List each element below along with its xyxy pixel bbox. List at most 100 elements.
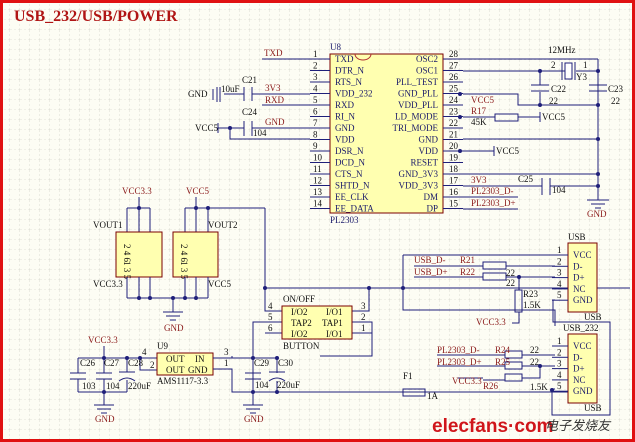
- u8-pin-name: SHTD_N: [335, 181, 370, 191]
- u9-pin-out: OUT: [166, 354, 185, 364]
- button-pin-tap1: TAP1: [322, 318, 343, 328]
- r25-value: 22: [530, 357, 539, 367]
- u8-pin-name: RTS_N: [335, 77, 362, 87]
- r17-ref: R17: [471, 106, 487, 116]
- button-pin-io1b: I/O1: [326, 329, 343, 339]
- u8-pin-number: 28: [449, 49, 459, 59]
- u8-pin-name: RXD: [335, 100, 355, 110]
- usb-ref: USB: [568, 232, 586, 242]
- u9-pin-num: 1: [224, 358, 229, 368]
- r24-ref: R24: [495, 345, 511, 355]
- vout2-bottom-pins: 1 3 5: [179, 261, 189, 280]
- c25-value: 104: [552, 185, 566, 195]
- y3-ref: Y3: [576, 72, 587, 82]
- net-vcc5-pin20: VCC5: [496, 146, 520, 156]
- c23-value: 22: [611, 96, 620, 106]
- vout1-vcc33-bottom: VCC3.3: [93, 279, 123, 289]
- r23-value: 1.5K: [523, 300, 541, 310]
- r26-vcc33: VCC3.3: [452, 376, 482, 386]
- u9-part: AMS1117-3.3: [157, 376, 209, 386]
- c24-value: 104: [253, 128, 267, 138]
- c22-value: 22: [549, 96, 558, 106]
- u8-pin-name: OSC2: [416, 54, 438, 64]
- usb-pin-number: 2: [557, 256, 562, 266]
- net-pl-dm: PL2303_D-: [437, 345, 480, 355]
- c27-ref: C27: [104, 358, 120, 368]
- net-txd: TXD: [264, 48, 283, 58]
- r22-value: 22: [506, 278, 515, 288]
- u8-pin-name: PLL_TEST: [396, 77, 439, 87]
- r21-value: 22: [506, 268, 515, 278]
- power-button[interactable]: ON/OFF BUTTON I/O2 I/O1 TAP2 TAP1 I/O2 I…: [252, 208, 630, 405]
- u8-pin-name: VDD_PLL: [398, 100, 438, 110]
- usb-pin-name: GND: [573, 295, 593, 305]
- c28-ref: C28: [128, 358, 144, 368]
- u8-pin-name: VDD_232: [335, 89, 373, 99]
- u8-pin-name: DP: [426, 204, 438, 214]
- r17-value: 45K: [471, 117, 487, 127]
- r25-ref: R25: [495, 357, 511, 367]
- y3-value: 12MHz: [548, 45, 576, 55]
- vout2-vcc5: VCC5: [186, 186, 210, 196]
- u8-pin-number: 16: [449, 187, 459, 197]
- r21-ref: R21: [460, 255, 475, 265]
- c25-ref: C25: [518, 174, 534, 184]
- u8-pin-number: 15: [449, 199, 459, 209]
- net-pl2303-dp: PL2303_D+: [471, 198, 516, 208]
- u9-pin-gnd: GND: [188, 365, 208, 375]
- usb-pin-number: 1: [557, 336, 562, 346]
- u8-pin-number: 12: [313, 176, 322, 186]
- usb-pin-number: 1: [557, 245, 562, 255]
- c26-ref: C26: [80, 358, 96, 368]
- r22-ref: R22: [460, 267, 475, 277]
- usb-pin-number: 4: [557, 279, 562, 289]
- u8-pin-name: DTR_N: [335, 66, 365, 76]
- u8-pin-name: EE_CLK: [335, 192, 369, 202]
- usb-pin-name: D-: [573, 352, 583, 362]
- gnd-symbol: [587, 199, 609, 209]
- net-usb-dp: USB_D+: [414, 267, 448, 277]
- u8-pin-number: 3: [313, 72, 318, 82]
- net-usb-dm: USB_D-: [414, 255, 446, 265]
- u8-pin-name: DSR_N: [335, 146, 364, 156]
- watermark-brand: elecfans·com: [432, 416, 553, 437]
- c23-ref: C23: [608, 84, 624, 94]
- button-part: BUTTON: [283, 341, 320, 351]
- u8-pin-number: 14: [313, 199, 323, 209]
- u8-pin-number: 17: [449, 176, 459, 186]
- r23-vcc33: VCC3.3: [476, 317, 506, 327]
- u9-pin-in: IN: [195, 354, 205, 364]
- u8-pin-number: 9: [313, 141, 318, 151]
- usb-section: USB_D- USB_D+ R21 R22 22 22 R23 1.5K VCC…: [380, 254, 611, 416]
- vout1-vcc33: VCC3.3: [122, 186, 152, 196]
- u8-pin-number: 4: [313, 84, 318, 94]
- watermark-cn: 电子发烧友: [545, 419, 612, 434]
- net-pl-dp: PL2303_D+: [437, 357, 482, 367]
- net-gnd-osc: GND: [587, 209, 607, 219]
- vout1-top-pins: 2 4 6: [122, 244, 132, 263]
- u8-ref: U8: [330, 42, 341, 52]
- u8-pin-name: RI_N: [335, 112, 356, 122]
- c30-ref: C30: [278, 358, 294, 368]
- f1-ref: F1: [403, 371, 413, 381]
- r26-value: 1.5K: [530, 382, 548, 392]
- vout1-bottom-pins: 1 3 5: [122, 261, 132, 280]
- u8-left-nets: TXD 3V3 RXD GND C21 10uF GND C24 104 VCC…: [188, 48, 310, 140]
- u8-pin-name: GND_PLL: [398, 89, 438, 99]
- u9-pin-num: 4: [142, 347, 147, 357]
- u8-pin-number: 11: [313, 164, 322, 174]
- button-pin-num: 3: [361, 301, 366, 311]
- usb-pin-name: NC: [573, 375, 586, 385]
- button-pin-num: 4: [268, 301, 273, 311]
- c29-value: 104: [255, 380, 269, 390]
- vout-gnd: GND: [164, 323, 184, 333]
- u8-pin-number: 22: [449, 118, 458, 128]
- net-gnd: GND: [265, 117, 285, 127]
- net-3v3: 3V3: [265, 83, 281, 93]
- button-pin-num: 2: [361, 312, 366, 322]
